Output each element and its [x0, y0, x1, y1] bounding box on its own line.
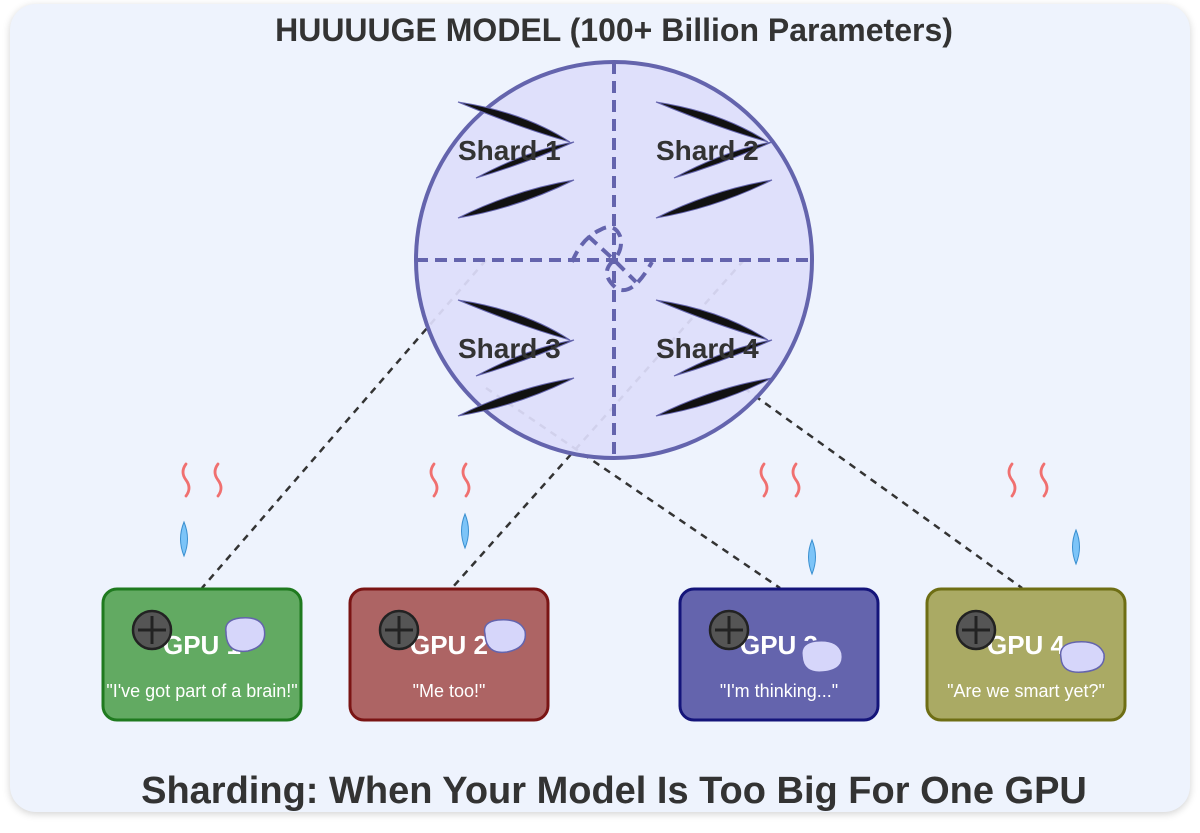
brain-blob-icon [483, 618, 527, 654]
brain-fold-stroke [457, 101, 571, 143]
brain-folds-shard-4 [655, 299, 773, 417]
shard-4-label: Shard 4 [656, 333, 759, 364]
connection-line-gpu4 [743, 386, 1023, 590]
steam-icon [213, 462, 223, 498]
steam-icon [1039, 462, 1049, 498]
shard-2-label: Shard 2 [656, 135, 759, 166]
fan-icon [708, 609, 750, 651]
sweat-drop-icon [461, 512, 469, 550]
brain-blob-icon [801, 640, 844, 673]
fan-icon [131, 609, 173, 651]
gpu-2-quote: "Me too!" [413, 681, 486, 701]
shard-1-label: Shard 1 [458, 135, 561, 166]
diagram-title: HUUUUGE MODEL (100+ Billion Parameters) [275, 12, 953, 48]
shard-3-label: Shard 3 [458, 333, 561, 364]
brain-fold-stroke [655, 299, 769, 341]
steam-icon [461, 462, 471, 498]
model-sphere [414, 60, 814, 460]
steam-icon [791, 462, 801, 498]
connection-line-gpu2 [451, 259, 745, 589]
steam-icon [181, 462, 191, 498]
gpu-3-quote: "I'm thinking..." [720, 681, 838, 701]
brain-fold-stroke [475, 339, 575, 377]
sweat-drop-icon [180, 520, 188, 558]
brain-folds-shard-3 [457, 299, 575, 417]
brain-blob-icon [225, 616, 266, 653]
gpu-card-3[interactable]: GPU 3 "I'm thinking..." [678, 587, 880, 722]
brain-fold-stroke [655, 179, 773, 219]
fan-icon [955, 609, 997, 651]
shard-divider-lines [416, 62, 812, 458]
brain-fold-stroke [457, 299, 571, 341]
gpu-card-4[interactable]: GPU 4 "Are we smart yet?" [925, 587, 1127, 722]
brain-fold-stroke [655, 101, 769, 143]
gpu-card-2[interactable]: GPU 2 "Me too!" [348, 587, 550, 722]
steam-icons [181, 462, 1049, 498]
gpu-card-1[interactable]: GPU 1 "I've got part of a brain!" [101, 587, 303, 722]
brain-folds-shard-1 [457, 101, 575, 219]
brain-fold-stroke [655, 377, 773, 417]
gpu-1-quote: "I've got part of a brain!" [106, 681, 297, 701]
steam-icon [759, 462, 769, 498]
shard-labels: Shard 1 Shard 2 Shard 3 Shard 4 [458, 135, 759, 364]
brain-fold-stroke [457, 179, 575, 219]
steam-icon [1007, 462, 1017, 498]
brain-fold-stroke [673, 141, 773, 179]
diagram-caption: Sharding: When Your Model Is Too Big For… [141, 770, 1087, 812]
brain-blob-icon [1059, 641, 1105, 673]
steam-icon [429, 462, 439, 498]
gpu-4-label: GPU 4 [987, 630, 1066, 660]
brain-fold-stroke [457, 377, 575, 417]
sweat-drop-icon [808, 538, 816, 576]
brain-core-squiggle [570, 225, 654, 293]
connection-lines [201, 259, 1023, 590]
fan-icon [378, 609, 420, 651]
sweat-drops [180, 512, 1080, 576]
brain-fold-stroke [475, 141, 575, 179]
brain-fold-stroke [673, 339, 773, 377]
gpu-2-label: GPU 2 [410, 630, 488, 660]
gpu-4-quote: "Are we smart yet?" [947, 681, 1105, 701]
sweat-drop-icon [1072, 528, 1080, 566]
brain-folds-shard-2 [655, 101, 773, 219]
